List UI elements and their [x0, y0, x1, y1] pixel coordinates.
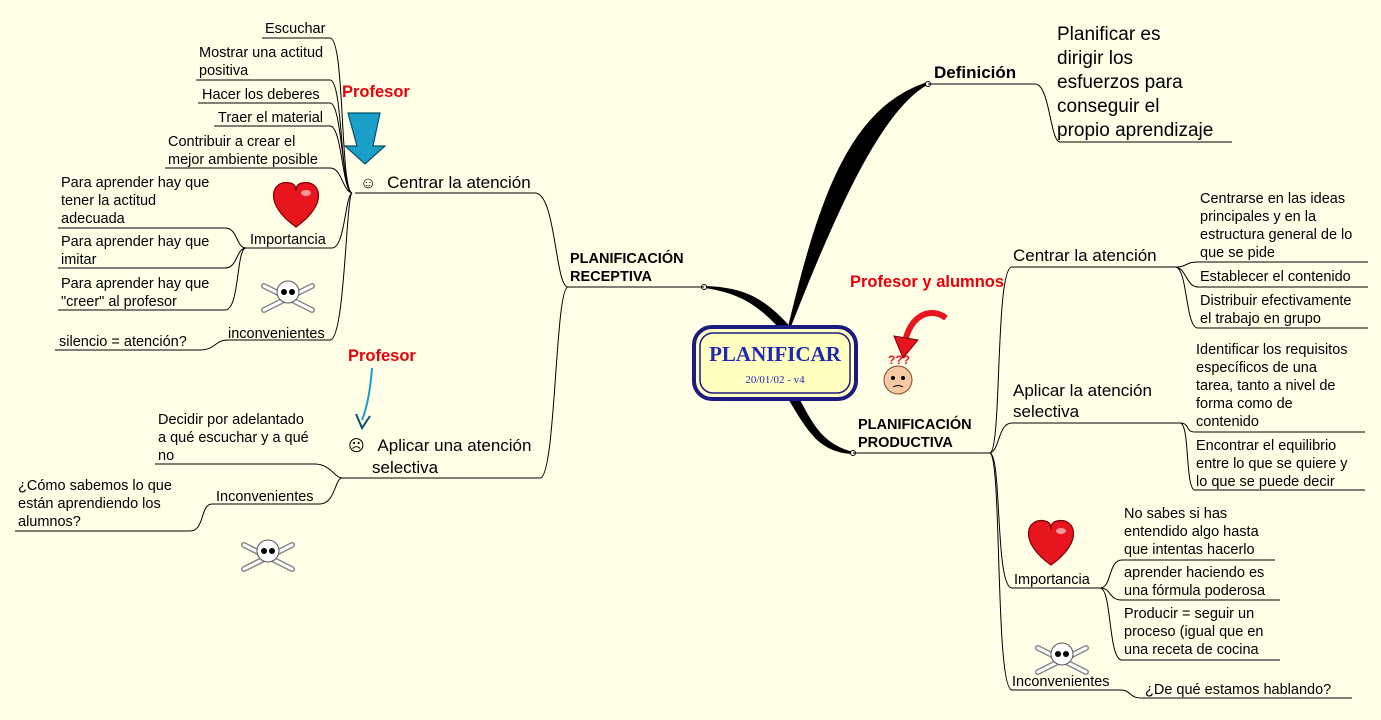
list-item[interactable]: Escuchar [265, 21, 326, 37]
receptiva-label-line2[interactable]: RECEPTIVA [570, 269, 652, 285]
list-item-cont[interactable]: adecuada [61, 211, 125, 227]
aplicar-node[interactable]: ☹ Aplicar una atención [348, 435, 531, 457]
list-item[interactable]: Traer el material [218, 110, 324, 126]
list-item-cont[interactable]: están aprendiendo los [18, 496, 161, 512]
list-item-cont[interactable]: proceso (igual que en [1124, 624, 1264, 640]
frown-icon: ☹ [348, 438, 365, 455]
list-item[interactable]: Establecer el contenido [1200, 269, 1351, 285]
list-item-cont[interactable]: positiva [199, 63, 249, 79]
list-item[interactable]: aprender haciendo es [1124, 565, 1265, 581]
profesor-alumnos-label: Profesor y alumnos [850, 273, 1005, 291]
list-item[interactable]: ¿De qué estamos hablando? [1145, 682, 1332, 698]
list-item[interactable]: Para aprender hay que [61, 276, 210, 292]
list-item[interactable]: Hacer los deberes [202, 87, 320, 103]
receptiva-label-line1[interactable]: PLANIFICACIÓN [570, 251, 684, 267]
list-item-cont[interactable]: mejor ambiente posible [168, 152, 318, 168]
center-node-frame [692, 325, 858, 401]
list-item-cont[interactable]: forma como de [1196, 396, 1293, 412]
list-item[interactable]: Distribuir efectivamente [1200, 293, 1352, 309]
red-arrow-icon [893, 310, 948, 359]
list-item[interactable]: Contribuir a crear el [168, 134, 296, 150]
list-item[interactable]: Identificar los requisitos [1196, 342, 1348, 358]
list-item[interactable]: Mostrar una actitud [199, 45, 324, 61]
list-item[interactable]: ¿Cómo sabemos lo que [18, 478, 172, 494]
center-subtitle: 20/01/02 - v4 [745, 374, 805, 386]
center-title: PLANIFICAR [709, 342, 841, 366]
confused-face-icon: ??? [883, 353, 913, 395]
list-item[interactable]: Encontrar el equilibrio [1196, 438, 1337, 454]
list-item[interactable]: Decidir por adelantado [158, 412, 304, 428]
aplicar-label-line1: Aplicar una atención [377, 436, 532, 455]
list-item-cont[interactable]: específicos de una [1196, 360, 1317, 376]
svg-text:???: ??? [888, 353, 910, 367]
importancia-productiva-label[interactable]: Importancia [1014, 572, 1090, 588]
list-item-cont[interactable]: tener la actitud [61, 193, 157, 209]
list-item[interactable]: Centrarse en las ideas [1200, 191, 1346, 207]
profesor-label: Profesor [342, 83, 410, 101]
list-item-cont[interactable]: alumnos? [18, 514, 81, 530]
list-item-cont[interactable]: principales y en la [1200, 209, 1317, 225]
list-item-cont[interactable]: entre lo que se quiere y [1196, 456, 1348, 472]
list-item-cont[interactable]: una fórmula poderosa [1124, 583, 1266, 599]
aplicar-label-line2[interactable]: selectiva [372, 458, 439, 477]
center-node[interactable]: PLANIFICAR 20/01/02 - v4 [692, 325, 858, 401]
skull-crossbones-icon [1035, 642, 1089, 675]
list-item-cont[interactable]: a qué escuchar y a qué [158, 430, 309, 446]
list-item-cont[interactable]: lo que se puede decir [1196, 474, 1335, 490]
list-item-cont[interactable]: imitar [61, 252, 97, 268]
heart-icon [272, 182, 320, 228]
list-item[interactable]: silencio = atención? [59, 334, 187, 350]
list-item-cont[interactable]: "creer" al profesor [61, 294, 177, 310]
branch-receptiva [704, 286, 792, 332]
list-item-cont[interactable]: entendido algo hasta [1124, 524, 1259, 540]
centrar-node[interactable]: ☺ Centrar la atención [360, 172, 531, 194]
heart-icon [1027, 520, 1075, 566]
productiva-label-line1[interactable]: PLANIFICACIÓN [858, 417, 972, 433]
aplicar-productiva-line1[interactable]: Aplicar la atención [1013, 381, 1152, 400]
list-item[interactable]: Para aprender hay que [61, 234, 210, 250]
list-item-cont[interactable]: tarea, tanto a nivel de [1196, 378, 1336, 394]
arrow-down-icon [343, 112, 387, 165]
list-item-cont[interactable]: el trabajo en grupo [1200, 311, 1321, 327]
centrar-productiva-label[interactable]: Centrar la atención [1013, 246, 1157, 265]
centrar-label: Centrar la atención [387, 173, 531, 192]
list-item-cont[interactable]: una receta de cocina [1124, 642, 1259, 658]
curved-arrow-icon [355, 367, 373, 431]
profesor-label-2: Profesor [348, 347, 416, 365]
definition-label[interactable]: Definición [934, 63, 1017, 82]
inconvenientes-label[interactable]: Inconvenientes [216, 489, 314, 505]
inconvenientes-label[interactable]: inconvenientes [228, 326, 325, 342]
list-item[interactable]: Para aprender hay que [61, 175, 210, 191]
list-item[interactable]: No sabes si has [1124, 506, 1228, 522]
list-item-cont[interactable]: no [158, 448, 175, 464]
list-item-cont[interactable]: que se pide [1200, 245, 1275, 261]
list-item-cont[interactable]: contenido [1196, 414, 1259, 430]
skull-crossbones-icon [261, 280, 315, 313]
list-item-cont[interactable]: que intentas hacerlo [1124, 542, 1255, 558]
skull-crossbones-icon [241, 539, 295, 572]
branch-productiva [788, 396, 854, 454]
list-item[interactable]: Producir = seguir un [1124, 606, 1255, 622]
productiva-label-line2[interactable]: PRODUCTIVA [858, 435, 953, 451]
aplicar-productiva-line2[interactable]: selectiva [1013, 402, 1080, 421]
importancia-label[interactable]: Importancia [250, 232, 326, 248]
inconvenientes-productiva-label[interactable]: Inconvenientes [1012, 674, 1110, 690]
list-item-cont[interactable]: estructura general de lo [1200, 227, 1353, 243]
smiley-icon: ☺ [360, 175, 377, 192]
